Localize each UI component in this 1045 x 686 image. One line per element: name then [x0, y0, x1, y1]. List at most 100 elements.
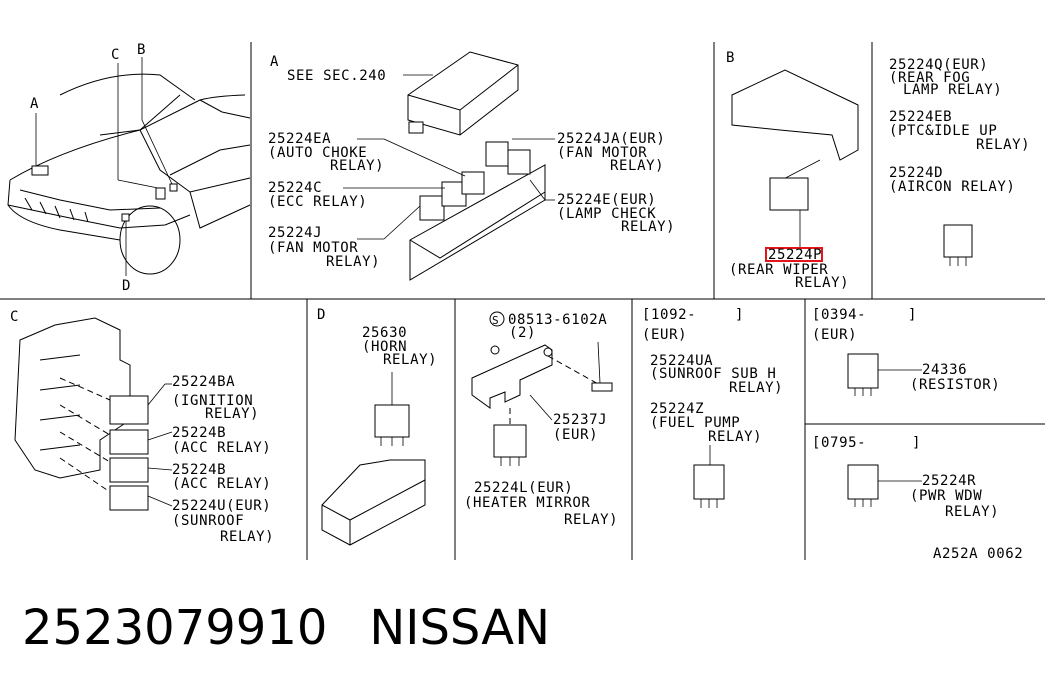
- label-25224p-desc: (REAR WIPER: [729, 262, 828, 278]
- label-25224ba-desc: (IGNITION: [172, 393, 253, 409]
- label-24336-desc: (RESISTOR): [910, 377, 1000, 393]
- relay-25224ba: [109, 395, 149, 425]
- panel-h: [0795- ] 25224R (PWR WDW RELAY): [812, 435, 999, 520]
- label-25224ba-desc2: RELAY): [205, 406, 259, 422]
- label-25224z-desc2: RELAY): [708, 429, 762, 445]
- label-25630-part: 25630: [362, 325, 407, 341]
- relay-25224j: [419, 195, 445, 221]
- label-25237j-desc: (EUR): [553, 427, 598, 443]
- label-25224e-desc2: RELAY): [621, 219, 675, 235]
- car-callout-b: B: [137, 42, 146, 58]
- region-f: (EUR): [642, 327, 687, 343]
- panel-c-id: C: [10, 309, 19, 325]
- car-overview: A B C D: [7, 42, 251, 294]
- panel-b2: 25224Q(EUR) (REAR FOG LAMP RELAY) 25224E…: [889, 57, 1030, 266]
- label-25224l-desc2: RELAY): [564, 512, 618, 528]
- label-25224c-part: 25224C: [268, 180, 322, 196]
- label-25224ja-desc2: RELAY): [610, 158, 664, 174]
- label-25224ja-desc: (FAN MOTOR: [557, 145, 647, 161]
- label-25224ua-part: 25224UA: [650, 353, 713, 369]
- relay-25224b-2: [109, 457, 149, 483]
- label-25224r-desc2: RELAY): [945, 504, 999, 520]
- label-25224d-part: 25224D: [889, 165, 943, 181]
- relay-25224ja: [485, 141, 509, 167]
- label-25630-desc2: RELAY): [383, 352, 437, 368]
- region-g: (EUR): [812, 327, 857, 343]
- label-25224u-part: 25224U(EUR): [172, 498, 271, 514]
- label-25224ea-desc: (AUTO CHOKE: [268, 145, 367, 161]
- relay-25224z: [693, 464, 725, 500]
- relay-25224b-1: [109, 429, 149, 455]
- car-callout-d: D: [122, 278, 131, 294]
- date-range-f-end: ]: [735, 307, 744, 323]
- label-25224p-desc2: RELAY): [795, 275, 849, 291]
- panel-d-id: D: [317, 307, 326, 323]
- label-25224e-desc: (LAMP CHECK: [557, 206, 656, 222]
- panel-d: D 25630 (HORN RELAY): [317, 307, 437, 546]
- screw-symbol-letter: S: [492, 314, 499, 327]
- diagram-canvas: A B C D A SEE SEC.240 25224EA (AUTO CHOK…: [0, 42, 1045, 562]
- label-25224d-desc: (AIRCON RELAY): [889, 179, 1015, 195]
- label-25224p-part: 25224P: [768, 247, 822, 263]
- date-range-h-end: ]: [912, 435, 921, 451]
- label-25224ba-part: 25224BA: [172, 374, 235, 390]
- label-25224b2-desc: (ACC RELAY): [172, 476, 271, 492]
- see-sec-label: SEE SEC.240: [287, 68, 386, 84]
- label-25224ua-desc: (SUNROOF SUB H: [650, 366, 776, 382]
- highlight-box: [765, 247, 823, 262]
- label-25224r-part: 25224R: [922, 473, 976, 489]
- panel-g: [0394- ] (EUR) 24336 (RESISTOR): [812, 307, 1000, 396]
- label-25224eb-part: 25224EB: [889, 109, 952, 125]
- label-25224eb-desc2: RELAY): [976, 137, 1030, 153]
- label-25224e-part: 25224E(EUR): [557, 192, 656, 208]
- car-callout-a: A: [30, 96, 39, 112]
- label-25224u-desc2: RELAY): [220, 529, 274, 545]
- panel-c: C 25224BA (IGNITION RELAY) 25224B (ACC R…: [10, 309, 274, 545]
- date-range-f-start: [1092-: [642, 307, 696, 323]
- label-25224l-part: 25224L(EUR): [474, 480, 573, 496]
- screw-qty: (2): [509, 325, 536, 341]
- label-25224j-desc: (FAN MOTOR: [268, 240, 358, 256]
- panel-b: B 25224P (REAR WIPER RELAY): [726, 50, 859, 291]
- label-25224l-desc: (HEATER MIRROR: [464, 495, 590, 511]
- label-25224b1-desc: (ACC RELAY): [172, 440, 271, 456]
- date-range-g-start: [0394-: [812, 307, 866, 323]
- brand-name: NISSAN: [369, 600, 551, 656]
- label-25224ua-desc2: RELAY): [729, 380, 783, 396]
- relay-25224p: [769, 177, 809, 211]
- panel-e: S 08513-6102A (2) 25237J (EUR) 25224L(EU…: [464, 311, 618, 528]
- label-25237j-part: 25237J: [553, 412, 607, 428]
- panel-borders: [0, 42, 1045, 560]
- label-25224z-part: 25224Z: [650, 401, 704, 417]
- relay-25224d: [943, 224, 973, 258]
- label-25224z-desc: (FUEL PUMP: [650, 415, 740, 431]
- relay-25224r: [847, 464, 879, 500]
- drawing-code: A252A 0062: [933, 546, 1023, 560]
- label-25224q-part: 25224Q(EUR): [889, 57, 988, 73]
- label-25224ea-part: 25224EA: [268, 131, 331, 147]
- screw-symbol: [489, 311, 505, 327]
- relay-25224l: [493, 424, 527, 458]
- label-25224j-part: 25224J: [268, 225, 322, 241]
- panel-f: [1092- ] (EUR) 25224UA (SUNROOF SUB H RE…: [642, 307, 783, 508]
- screw-part: 08513-6102A: [508, 312, 607, 328]
- label-25224ja-part: 25224JA(EUR): [557, 131, 665, 147]
- label-24336-part: 24336: [922, 362, 967, 378]
- relay-25224u: [109, 485, 149, 511]
- part-number: 2523079910: [22, 600, 328, 656]
- label-25224q-desc2: LAMP RELAY): [903, 82, 1002, 98]
- label-25630-desc: (HORN: [362, 339, 407, 355]
- panel-a: A SEE SEC.240 25224EA (AUTO CHOKE RELAY)…: [268, 51, 675, 281]
- label-25224eb-desc: (PTC&IDLE UP: [889, 123, 997, 139]
- footer: 2523079910 NISSAN: [22, 598, 550, 658]
- relay-25224e: [507, 149, 531, 175]
- label-25224q-desc: (REAR FOG: [889, 70, 970, 86]
- panel-a-id: A: [270, 54, 279, 70]
- date-range-g-end: ]: [908, 307, 917, 323]
- label-25224u-desc: (SUNROOF: [172, 513, 244, 529]
- label-25224b2-part: 25224B: [172, 462, 226, 478]
- relay-25224ea: [461, 171, 485, 195]
- resistor-24336: [847, 353, 879, 389]
- label-25224ea-desc2: RELAY): [330, 158, 384, 174]
